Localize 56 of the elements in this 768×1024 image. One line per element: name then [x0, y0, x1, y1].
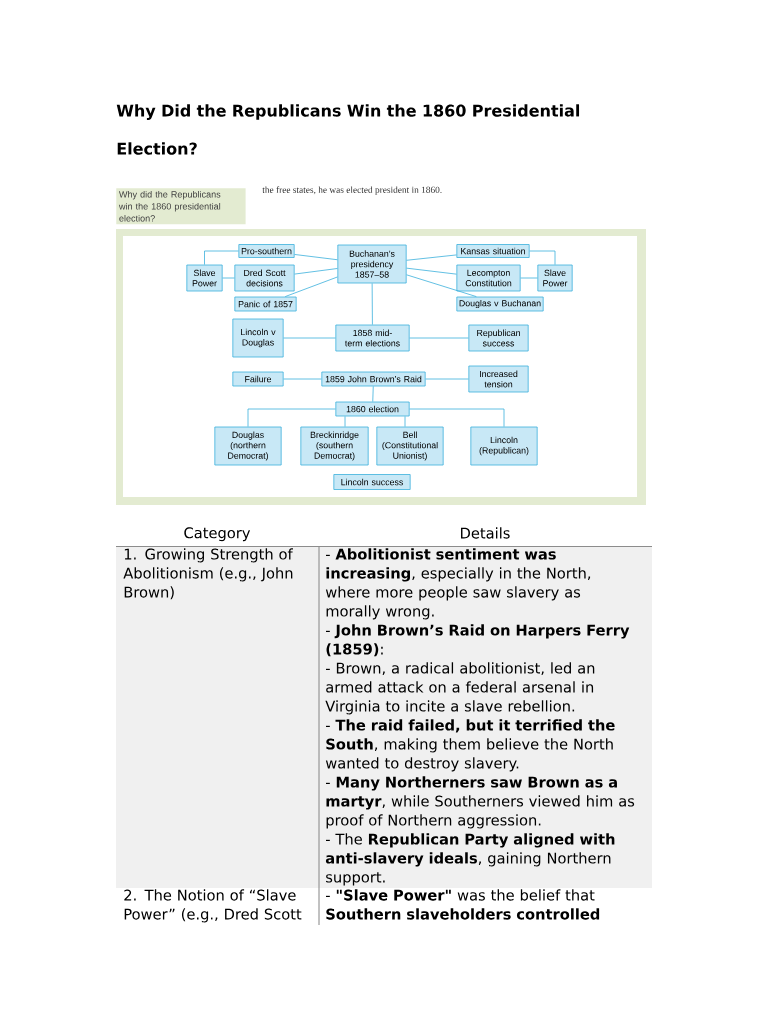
connector — [409, 408, 505, 427]
process-box: Bell (Constitutional Unionist) — [376, 426, 444, 466]
label: - Many Northerners saw Brown as a martyr, while Southerners viewed him as proof of Northern aggression. — [325, 776, 635, 829]
heading-tab: Why did the Republicans win the 1860 presidential election? — [116, 188, 246, 225]
connector — [409, 337, 469, 339]
label: - Abolitionist sentiment was increasing, especially in the North, where more people saw slavery as morally wrong. — [325, 548, 591, 620]
connector — [372, 386, 374, 402]
connector — [344, 416, 346, 427]
process-box: Breckinridge (southern Democrat) — [300, 426, 369, 466]
table-cell: 1. Growing Strength of Abolitionism (e.g., John Brown) — [116, 547, 319, 888]
process-box: Dred Scott decisions — [234, 264, 295, 292]
process-box: Lincoln v Douglas — [232, 318, 284, 358]
table-cell: - Abolitionist sentiment was increasing, especially in the North, where more people saw slavery as morally wrong. - John Brown’s Raid on Harpers Ferry (1859): - Brown, a radical abolitionist, led an armed attack on a federal arsenal in Virginia to incite a slave rebellion. - The raid failed, but it terrified the South, making them believe the North wanted to destroy slavery. - Many Northerners saw Brown as a martyr, while Southerners viewed him as proof of Northern aggression. - The Republican Party aligned with anti-slavery ideals, gaining Northern support. — [319, 547, 652, 888]
process-box: Panic of 1857 — [234, 296, 297, 312]
table-cell: - "Slave Power" was the belief that Southern slaveholders controlled — [326, 889, 600, 920]
connector — [404, 416, 406, 427]
process-box: Republican success — [468, 324, 529, 352]
process-box: Slave Power — [537, 264, 573, 292]
process-box: Buchanan’s presidency 1857–58 — [337, 244, 407, 284]
process-box: Douglas (northern Democrat) — [214, 426, 282, 466]
process-box: Lincoln success — [333, 474, 411, 490]
connector — [283, 378, 322, 380]
process-box: 1858 mid-term elections — [335, 324, 410, 352]
connector — [406, 267, 457, 275]
connector — [284, 276, 338, 297]
connector — [529, 250, 556, 265]
connector — [283, 337, 336, 339]
title: Why Did the Republicans Win the 1860 Presidential Election? — [116, 104, 580, 155]
process-box: 1859 John Brown’s Raid — [321, 371, 426, 387]
process-box: Pro-southern — [238, 244, 295, 258]
table-cell: 2. The Notion of “Slave Power” (e.g., Dred Scott — [124, 889, 302, 923]
connector — [222, 277, 235, 279]
connector — [294, 254, 338, 261]
process-box: Kansas situation — [456, 244, 530, 258]
label: - The Republican Party aligned with anti-slavery ideals, gaining Northern support. — [325, 833, 615, 886]
column-header: Category — [184, 527, 251, 542]
process-box: Lincoln (Republican) — [470, 426, 538, 466]
connector — [425, 378, 469, 380]
process-box: Failure — [232, 371, 284, 387]
caption-fragment: the free states, he was elected president in 1860. — [262, 186, 442, 195]
connector — [371, 283, 373, 325]
connector — [406, 274, 477, 297]
process-box: Lecompton Constitution — [456, 264, 521, 292]
process-box: Douglas v Buchanan — [456, 296, 544, 312]
connector — [294, 268, 338, 275]
connector — [520, 277, 538, 279]
label: - The raid failed, but it terrified the South, making them believe the North wanted to destroy slavery. — [325, 719, 615, 772]
connector — [204, 250, 239, 265]
connector — [247, 408, 336, 427]
process-box: Slave Power — [186, 264, 223, 292]
connector — [406, 254, 457, 261]
column-header: Details — [461, 527, 510, 539]
process-box: 1860 election — [335, 401, 410, 417]
label: - John Brown’s Raid on Harpers Ferry (1859): — [325, 624, 630, 657]
label: - Brown, a radical abolitionist, led an armed attack on a federal arsenal in Virginia to incite a slave rebellion. — [325, 662, 595, 715]
process-box: Increased tension — [468, 365, 529, 393]
